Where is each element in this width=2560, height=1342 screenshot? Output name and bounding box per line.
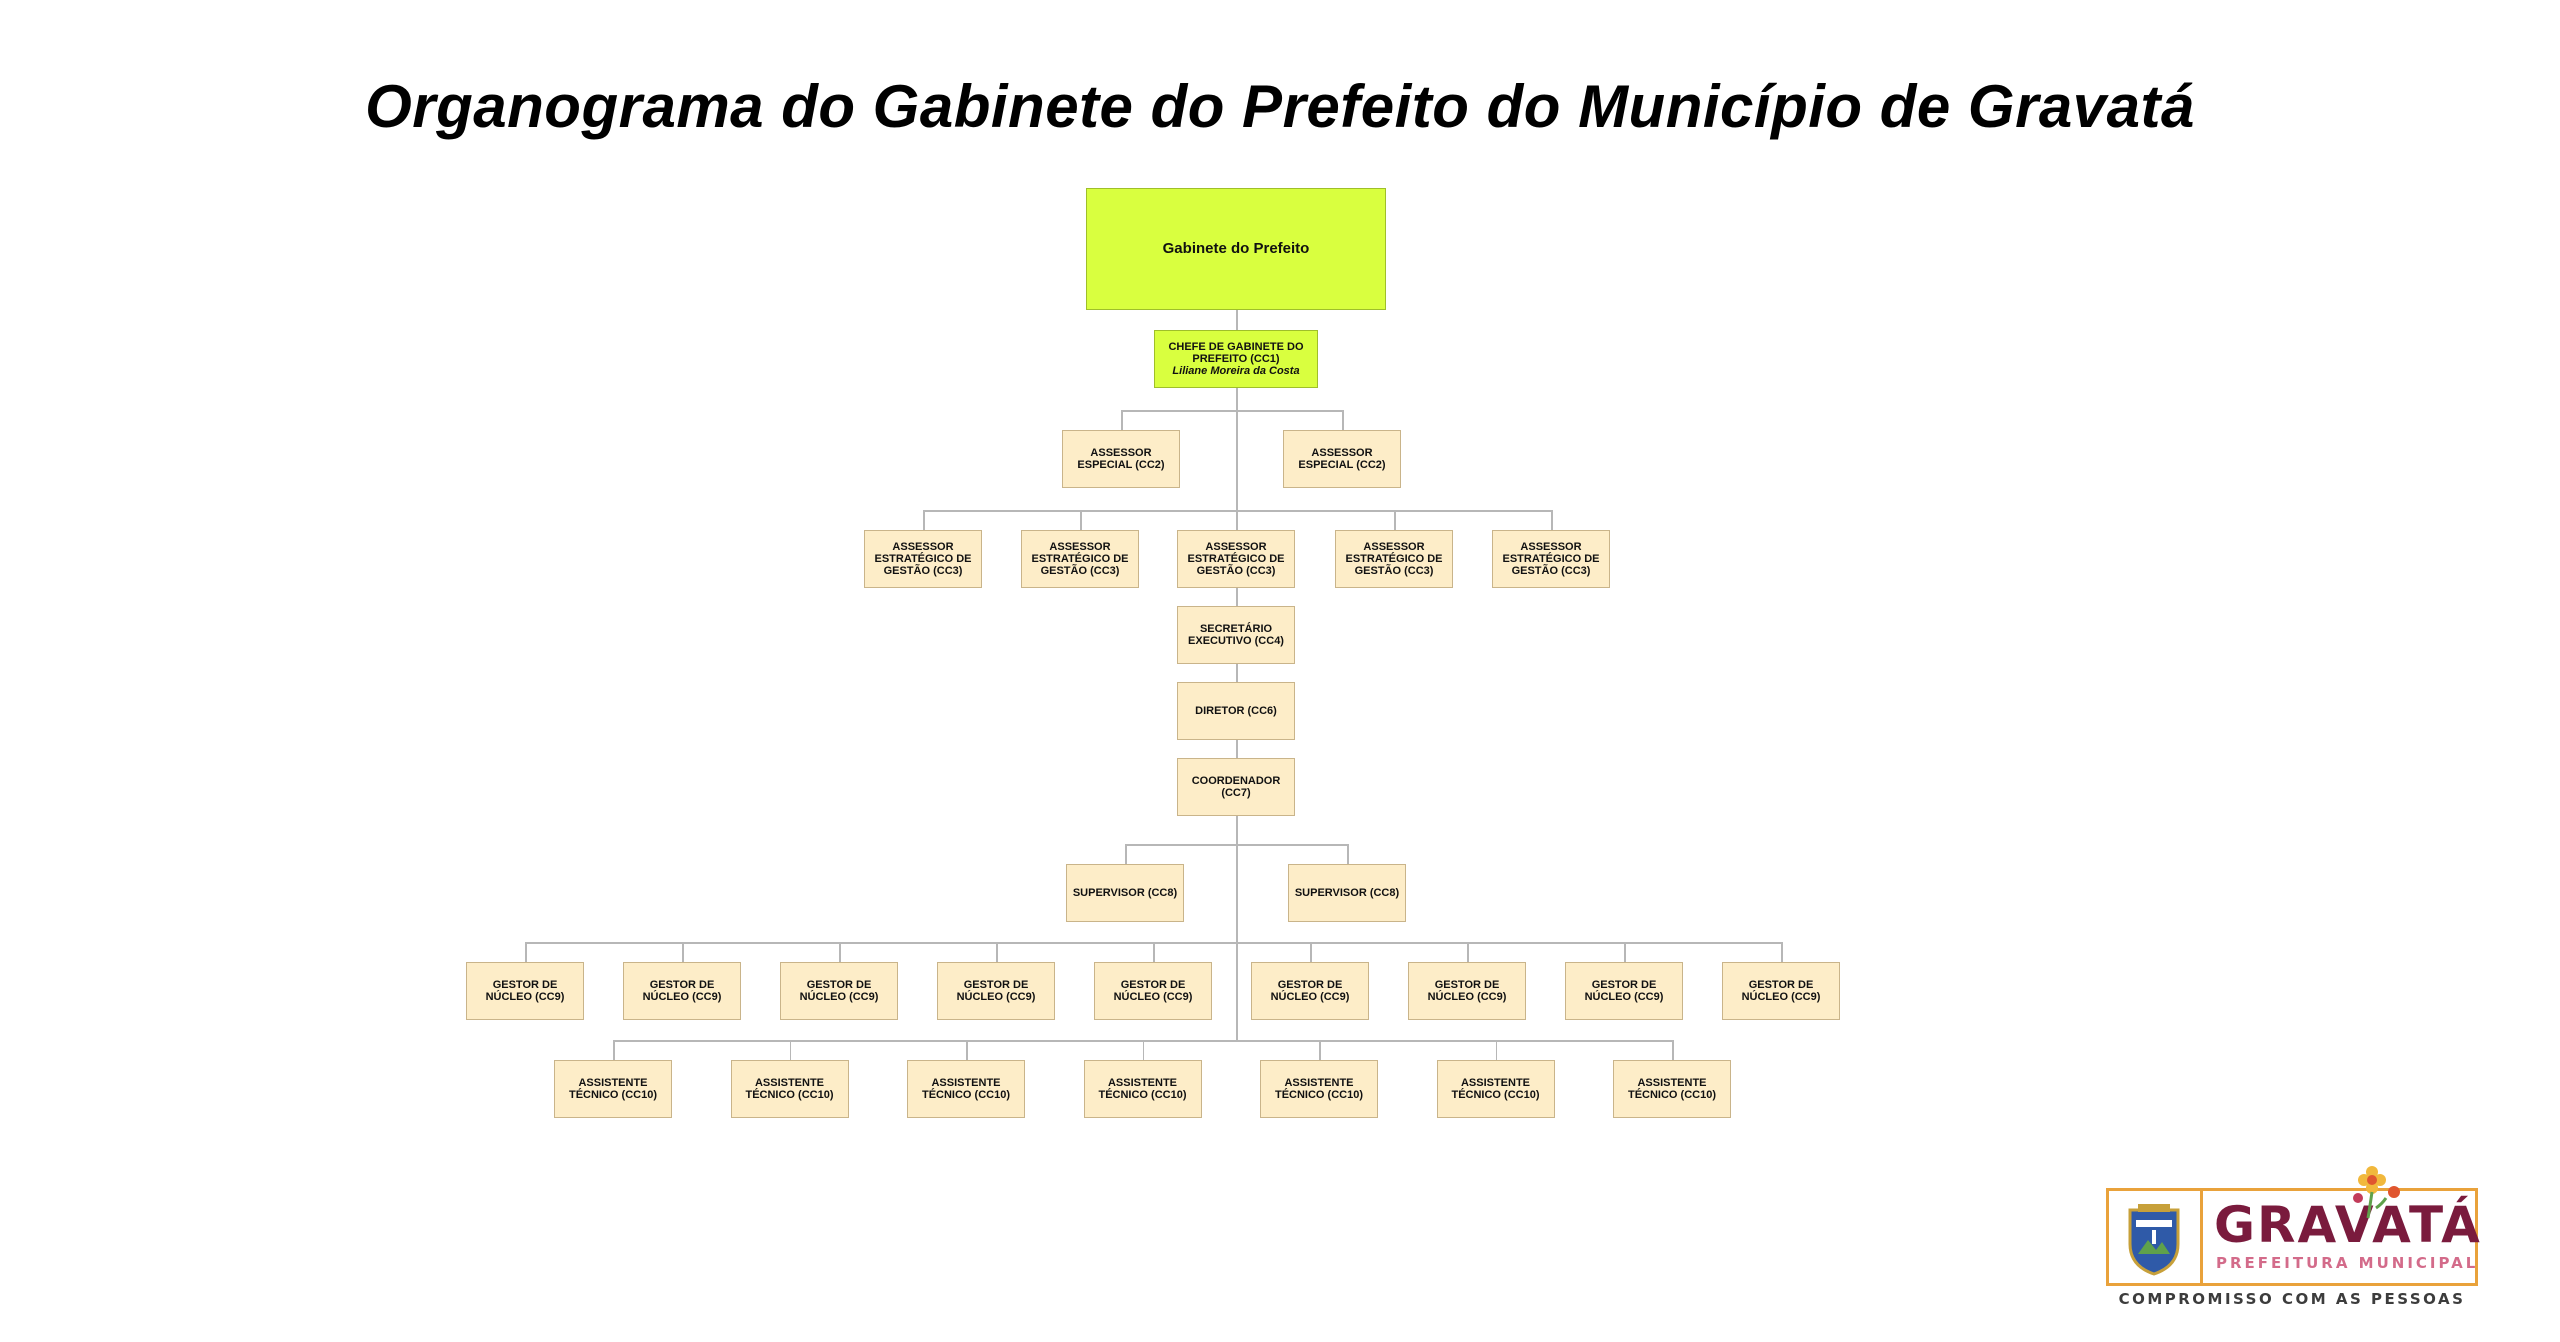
bar-supervisor bbox=[1125, 844, 1347, 846]
box-chefe-gabinete-label: CHEFE DE GABINETE DO PREFEITO (CC1) bbox=[1168, 341, 1304, 365]
box-gestor-nucleo: GESTOR DE NÚCLEO (CC9) bbox=[1094, 962, 1212, 1020]
box-supervisor: SUPERVISOR (CC8) bbox=[1066, 864, 1184, 922]
drop-assistente bbox=[1495, 1040, 1497, 1060]
box-assessor-especial-label: ASSESSOR ESPECIAL (CC2) bbox=[1298, 447, 1386, 471]
box-assessor-estrategico: ASSESSOR ESTRATÉGICO DE GESTÃO (CC3) bbox=[1335, 530, 1453, 588]
drop-gestor bbox=[996, 942, 998, 962]
drop-assistente bbox=[1319, 1040, 1321, 1060]
box-supervisor-label: SUPERVISOR (CC8) bbox=[1294, 887, 1400, 899]
box-assessor-estrategico: ASSESSOR ESTRATÉGICO DE GESTÃO (CC3) bbox=[1492, 530, 1610, 588]
drop-assistente bbox=[1142, 1040, 1144, 1060]
drop-gestor bbox=[682, 942, 684, 962]
drop-assistente bbox=[613, 1040, 615, 1060]
box-gestor-nucleo-label: GESTOR DE NÚCLEO (CC9) bbox=[642, 979, 722, 1003]
box-coordenador-label: COORDENADOR (CC7) bbox=[1191, 775, 1281, 799]
box-gestor-nucleo-label: GESTOR DE NÚCLEO (CC9) bbox=[1113, 979, 1193, 1003]
box-gestor-nucleo: GESTOR DE NÚCLEO (CC9) bbox=[1408, 962, 1526, 1020]
box-gestor-nucleo-label: GESTOR DE NÚCLEO (CC9) bbox=[799, 979, 879, 1003]
box-assessor-estrategico: ASSESSOR ESTRATÉGICO DE GESTÃO (CC3) bbox=[864, 530, 982, 588]
box-gestor-nucleo: GESTOR DE NÚCLEO (CC9) bbox=[780, 962, 898, 1020]
drop-supervisor bbox=[1125, 844, 1127, 864]
box-gestor-nucleo-label: GESTOR DE NÚCLEO (CC9) bbox=[1741, 979, 1821, 1003]
box-assistente-tecnico: ASSISTENTE TÉCNICO (CC10) bbox=[554, 1060, 672, 1118]
box-assistente-tecnico-label: ASSISTENTE TÉCNICO (CC10) bbox=[1098, 1077, 1187, 1101]
drop-gestor bbox=[839, 942, 841, 962]
drop-especial bbox=[1121, 410, 1123, 430]
drop-supervisor bbox=[1347, 844, 1349, 864]
box-gestor-nucleo: GESTOR DE NÚCLEO (CC9) bbox=[1565, 962, 1683, 1020]
logo-name: GRAVATÁ bbox=[2214, 1196, 2482, 1254]
box-gestor-nucleo-label: GESTOR DE NÚCLEO (CC9) bbox=[485, 979, 565, 1003]
box-assistente-tecnico-label: ASSISTENTE TÉCNICO (CC10) bbox=[568, 1077, 657, 1101]
box-assistente-tecnico: ASSISTENTE TÉCNICO (CC10) bbox=[1613, 1060, 1731, 1118]
drop-gestor bbox=[1153, 942, 1155, 962]
logo-divider bbox=[2200, 1188, 2203, 1286]
box-assessor-estrategico-label: ASSESSOR ESTRATÉGICO DE GESTÃO (CC3) bbox=[1502, 541, 1600, 577]
box-gestor-nucleo-label: GESTOR DE NÚCLEO (CC9) bbox=[1427, 979, 1507, 1003]
box-assistente-tecnico: ASSISTENTE TÉCNICO (CC10) bbox=[907, 1060, 1025, 1118]
page-title: Organograma do Gabinete do Prefeito do M… bbox=[365, 73, 2195, 140]
chefe-name: Liliane Moreira da Costa bbox=[1172, 365, 1300, 377]
box-gestor-nucleo: GESTOR DE NÚCLEO (CC9) bbox=[1251, 962, 1369, 1020]
logo-subtitle: PREFEITURA MUNICIPAL bbox=[2216, 1254, 2479, 1272]
box-assessor-estrategico-label: ASSESSOR ESTRATÉGICO DE GESTÃO (CC3) bbox=[1345, 541, 1443, 577]
box-gestor-nucleo-label: GESTOR DE NÚCLEO (CC9) bbox=[1584, 979, 1664, 1003]
drop-gestor bbox=[1624, 942, 1626, 962]
drop-gestor bbox=[1467, 942, 1469, 962]
box-gabinete-prefeito-label: Gabinete do Prefeito bbox=[1162, 240, 1310, 257]
drop-estrategico bbox=[923, 510, 925, 530]
box-assessor-estrategico-label: ASSESSOR ESTRATÉGICO DE GESTÃO (CC3) bbox=[1031, 541, 1129, 577]
drop-estrategico bbox=[1394, 510, 1396, 530]
box-secretario-executivo: SECRETÁRIO EXECUTIVO (CC4) bbox=[1177, 606, 1295, 664]
drop-assistente bbox=[789, 1040, 791, 1060]
box-assessor-especial-label: ASSESSOR ESPECIAL (CC2) bbox=[1077, 447, 1165, 471]
box-gestor-nucleo: GESTOR DE NÚCLEO (CC9) bbox=[623, 962, 741, 1020]
box-supervisor: SUPERVISOR (CC8) bbox=[1288, 864, 1406, 922]
box-assessor-estrategico: ASSESSOR ESTRATÉGICO DE GESTÃO (CC3) bbox=[1021, 530, 1139, 588]
trunk-line bbox=[1236, 310, 1238, 1040]
box-assistente-tecnico: ASSISTENTE TÉCNICO (CC10) bbox=[1436, 1060, 1555, 1118]
drop-estrategico bbox=[1236, 510, 1238, 530]
logo-tagline: COMPROMISSO COM AS PESSOAS bbox=[2118, 1290, 2466, 1308]
bar-especial bbox=[1121, 410, 1342, 412]
drop-gestor bbox=[1781, 942, 1783, 962]
box-gestor-nucleo-label: GESTOR DE NÚCLEO (CC9) bbox=[1270, 979, 1350, 1003]
drop-assistente bbox=[966, 1040, 968, 1060]
flower-icon bbox=[2353, 1166, 2400, 1219]
box-assistente-tecnico-label: ASSISTENTE TÉCNICO (CC10) bbox=[745, 1077, 834, 1101]
logo-frame bbox=[2106, 1188, 2478, 1286]
box-assistente-tecnico-label: ASSISTENTE TÉCNICO (CC10) bbox=[1451, 1077, 1540, 1101]
drop-estrategico bbox=[1080, 510, 1082, 530]
box-diretor-label: DIRETOR (CC6) bbox=[1195, 705, 1277, 717]
box-assessor-estrategico-label: ASSESSOR ESTRATÉGICO DE GESTÃO (CC3) bbox=[874, 541, 972, 577]
box-assessor-estrategico-label: ASSESSOR ESTRATÉGICO DE GESTÃO (CC3) bbox=[1187, 541, 1285, 577]
drop-assistente bbox=[1672, 1040, 1674, 1060]
box-gestor-nucleo-label: GESTOR DE NÚCLEO (CC9) bbox=[956, 979, 1036, 1003]
box-assessor-especial: ASSESSOR ESPECIAL (CC2) bbox=[1062, 430, 1180, 488]
drop-estrategico bbox=[1551, 510, 1553, 530]
box-assistente-tecnico-label: ASSISTENTE TÉCNICO (CC10) bbox=[1627, 1077, 1716, 1101]
box-diretor: DIRETOR (CC6) bbox=[1177, 682, 1295, 740]
box-assistente-tecnico: ASSISTENTE TÉCNICO (CC10) bbox=[1083, 1060, 1202, 1118]
drop-especial bbox=[1342, 410, 1344, 430]
box-gabinete-prefeito: Gabinete do Prefeito bbox=[1086, 188, 1386, 310]
box-assistente-tecnico: ASSISTENTE TÉCNICO (CC10) bbox=[1260, 1060, 1378, 1118]
drop-gestor bbox=[525, 942, 527, 962]
box-assessor-especial: ASSESSOR ESPECIAL (CC2) bbox=[1283, 430, 1401, 488]
box-gestor-nucleo: GESTOR DE NÚCLEO (CC9) bbox=[937, 962, 1055, 1020]
box-assessor-estrategico: ASSESSOR ESTRATÉGICO DE GESTÃO (CC3) bbox=[1177, 530, 1295, 588]
municipal-crest-icon bbox=[2128, 1204, 2180, 1276]
box-gestor-nucleo: GESTOR DE NÚCLEO (CC9) bbox=[466, 962, 584, 1020]
box-chefe-gabinete: CHEFE DE GABINETE DO PREFEITO (CC1)Lilia… bbox=[1154, 330, 1318, 388]
municipality-logo: GRAVATÁ PREFEITURA MUNICIPAL COMPROMISSO… bbox=[2100, 1166, 2500, 1320]
box-assistente-tecnico: ASSISTENTE TÉCNICO (CC10) bbox=[730, 1060, 849, 1118]
drop-gestor bbox=[1310, 942, 1312, 962]
box-assistente-tecnico-label: ASSISTENTE TÉCNICO (CC10) bbox=[921, 1077, 1010, 1101]
box-assistente-tecnico-label: ASSISTENTE TÉCNICO (CC10) bbox=[1274, 1077, 1363, 1101]
box-supervisor-label: SUPERVISOR (CC8) bbox=[1072, 887, 1178, 899]
box-secretario-executivo-label: SECRETÁRIO EXECUTIVO (CC4) bbox=[1188, 623, 1284, 647]
box-gestor-nucleo: GESTOR DE NÚCLEO (CC9) bbox=[1722, 962, 1840, 1020]
box-coordenador: COORDENADOR (CC7) bbox=[1177, 758, 1295, 816]
